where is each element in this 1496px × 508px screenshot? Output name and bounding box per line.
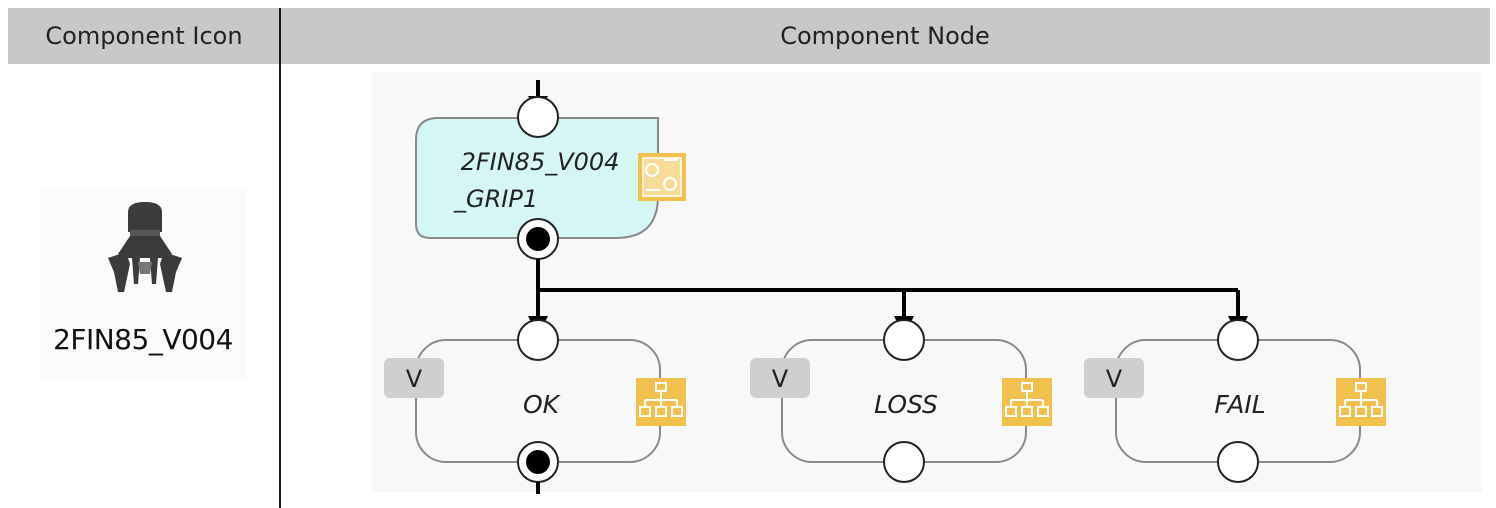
- v-badge-label: V: [1106, 365, 1123, 393]
- main-node-input-port[interactable]: [517, 96, 559, 138]
- branch-label-fail: FAIL: [1214, 390, 1265, 419]
- hierarchy-icon[interactable]: [1002, 378, 1052, 426]
- ok-input-port[interactable]: [517, 319, 559, 361]
- v-badge-label: V: [772, 365, 789, 393]
- branch-connectors: [528, 259, 1248, 336]
- robot-gripper-icon: [108, 202, 182, 292]
- component-icon-label: 2FIN85_V004: [53, 323, 233, 356]
- loss-output-port[interactable]: [883, 441, 925, 483]
- fail-input-port[interactable]: [1217, 319, 1259, 361]
- v-badge: [1084, 358, 1144, 398]
- hierarchy-icon[interactable]: [636, 378, 686, 426]
- v-badge: [384, 358, 444, 398]
- table-header: Component Icon Component Node: [8, 8, 1490, 64]
- node-settings-icon[interactable]: [638, 153, 686, 201]
- main-node-subtitle: _GRIP1: [453, 185, 538, 213]
- branch-node-loss[interactable]: V LOSS: [750, 319, 1052, 483]
- loss-input-port[interactable]: [883, 319, 925, 361]
- main-node-title: 2FIN85_V004: [461, 148, 620, 176]
- header-component-node: Component Node: [780, 22, 990, 50]
- branch-node-fail[interactable]: V FAIL: [1084, 319, 1386, 483]
- ok-output-port[interactable]: [517, 441, 559, 483]
- v-badge-label: V: [406, 365, 423, 393]
- branch-label-ok: OK: [523, 390, 562, 419]
- hierarchy-icon[interactable]: [1336, 378, 1386, 426]
- main-node[interactable]: 2FIN85_V004 _GRIP1: [415, 96, 686, 260]
- column-divider: [279, 8, 281, 508]
- branch-label-loss: LOSS: [874, 390, 938, 419]
- branch-node-ok[interactable]: V OK: [384, 319, 686, 494]
- fail-output-port[interactable]: [1217, 441, 1259, 483]
- main-node-output-port[interactable]: [517, 218, 559, 260]
- component-icon-cell: 2FIN85_V004: [40, 190, 246, 380]
- header-component-icon: Component Icon: [45, 22, 243, 50]
- v-badge: [750, 358, 810, 398]
